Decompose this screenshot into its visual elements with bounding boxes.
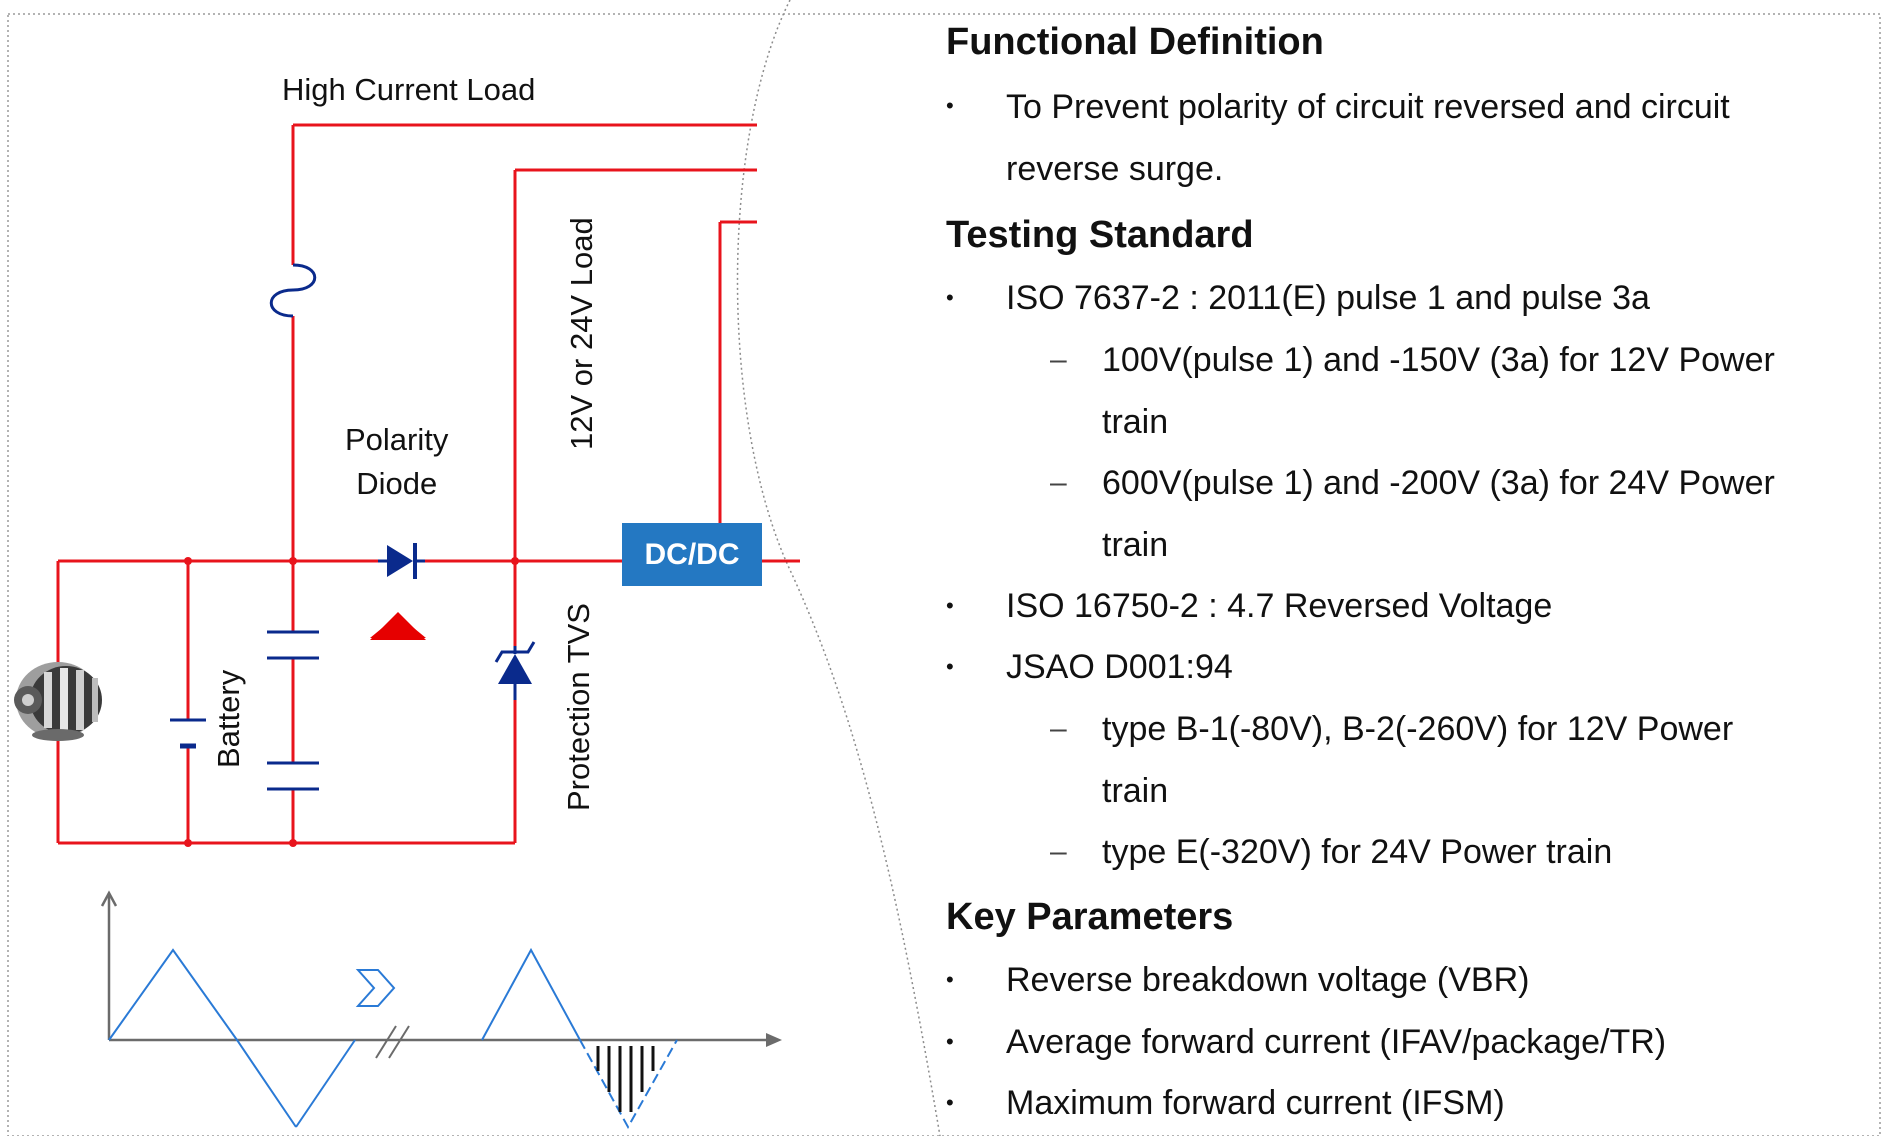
- testing-standard-item-1: ISO 7637-2 : 2011(E) pulse 1 and pulse 3…: [1006, 279, 1650, 317]
- fuse-symbol: [269, 263, 317, 318]
- junction-dots: [184, 557, 519, 847]
- waveform-hatching: [596, 1046, 655, 1112]
- polarity-diode-label: Polarity Diode: [345, 422, 449, 501]
- protection-tvs-label: Protection TVS: [561, 603, 596, 811]
- testing-standard-item-1-sub-1-line-2: train: [1102, 403, 1169, 441]
- key-parameters-heading: Key Parameters: [946, 896, 1234, 938]
- testing-standard-item-1-sub-2-line-1: 600V(pulse 1) and -200V (3a) for 24V Pow…: [1102, 464, 1775, 502]
- testing-standard-item-3-sub-1-line-2: train: [1102, 772, 1169, 810]
- functional-definition-line-2: reverse surge.: [1006, 150, 1224, 188]
- waveform-axes: [100, 890, 782, 1047]
- high-current-load-label: High Current Load: [282, 72, 536, 107]
- functional-definition-line-1: To Prevent polarity of circuit reversed …: [1006, 88, 1730, 126]
- key-parameter-item: Maximum forward current (IFSM): [1006, 1084, 1505, 1122]
- battery-label: Battery: [211, 669, 246, 768]
- bullet-icon: •: [946, 1029, 954, 1054]
- key-parameter-item: Reverse breakdown voltage (VBR): [1006, 961, 1530, 999]
- dc-dc-converter-box: DC/DC: [622, 523, 762, 586]
- tvs-diode-symbol: [494, 641, 536, 700]
- curved-divider: [736, 0, 941, 1136]
- warning-triangle-shape: [370, 612, 426, 640]
- dash-icon: –: [1050, 712, 1067, 745]
- chevron-right-icon: [355, 969, 396, 1007]
- testing-standard-item-1-sub-1-line-1: 100V(pulse 1) and -150V (3a) for 12V Pow…: [1102, 341, 1775, 379]
- testing-standard-item-3: JSAO D001:94: [1006, 648, 1233, 686]
- text-panel: Functional Definition • To Prevent polar…: [946, 0, 1866, 1136]
- bullet-icon: •: [946, 285, 954, 310]
- bullet-icon: •: [946, 1090, 954, 1115]
- battery-symbol: [170, 718, 206, 749]
- testing-standard-item-2: ISO 16750-2 : 4.7 Reversed Voltage: [1006, 587, 1553, 625]
- dash-icon: –: [1050, 466, 1067, 499]
- dash-icon: –: [1050, 343, 1067, 376]
- testing-standard-heading: Testing Standard: [946, 214, 1254, 256]
- testing-standard-item-3-sub-2: type E(-320V) for 24V Power train: [1102, 833, 1613, 871]
- testing-standard-item-3-sub-1-line-1: type B-1(-80V), B-2(-260V) for 12V Power: [1102, 710, 1734, 748]
- circuit-wires: [56, 123, 800, 845]
- alternator-icon: [14, 662, 102, 741]
- bullet-icon: •: [946, 93, 954, 118]
- bullet-icon: •: [946, 654, 954, 679]
- axis-break-marks: [375, 1025, 410, 1059]
- functional-definition-heading: Functional Definition: [946, 21, 1324, 63]
- capacitor-symbols: [267, 630, 319, 791]
- key-parameter-item: Average forward current (IFAV/package/TR…: [1006, 1023, 1667, 1061]
- polarity-diode-symbol: [378, 543, 425, 579]
- waveform-lines: [108, 947, 678, 1130]
- dash-icon: –: [1050, 835, 1067, 868]
- bullet-icon: •: [946, 593, 954, 618]
- load-12v-24v-label: 12V or 24V Load: [564, 217, 599, 450]
- bullet-icon: •: [946, 967, 954, 992]
- testing-standard-item-1-sub-2-line-2: train: [1102, 526, 1169, 564]
- diagram-frame: [7, 13, 1881, 1136]
